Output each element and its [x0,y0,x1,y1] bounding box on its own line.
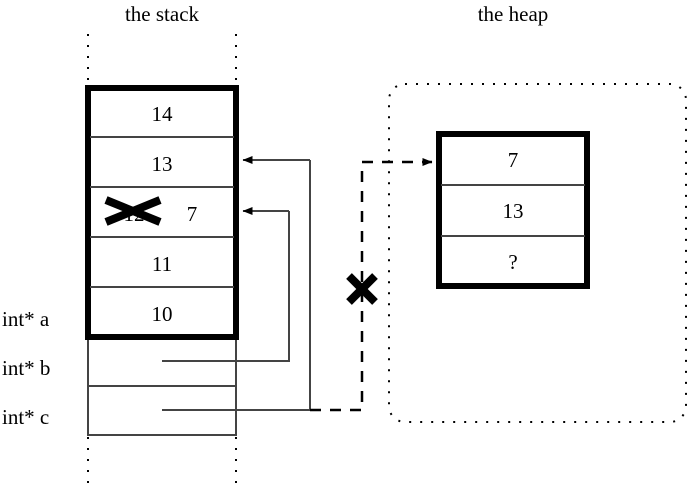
heap-title: the heap [477,2,549,26]
stack-cell-value-1: 13 [151,152,173,176]
heap-cell-value-0: 7 [507,148,519,172]
heap-cells [436,131,590,289]
heap-boundary [388,83,687,423]
stack-cell-value-4: 10 [151,302,173,326]
stack-cell-value-0: 14 [151,102,173,126]
x-cross-mark-value [104,196,162,226]
variable-label-b: int* b [2,356,51,380]
variable-label-c: int* c [2,405,50,429]
pointer-b-to-stack-13 [162,207,290,362]
stack-cell-value-2-old: 12 [123,202,145,226]
heap-cell-value-1: 13 [502,199,524,223]
x-cross-mark-pointer [346,273,378,305]
stack-dotted-extent-top [87,34,237,86]
stack-cell-value-2-new: 7 [186,202,198,226]
stack-frame-cells [85,85,239,340]
stack-cell-value-3: 11 [151,252,173,276]
stack-dotted-extent-bottom [87,437,237,489]
pointer-dangling-to-heap [310,158,433,412]
variable-label-a: int* a [2,307,50,331]
stack-lower-cells [87,336,237,436]
stack-title: the stack [124,2,200,26]
heap-cell-value-2: ? [508,250,518,274]
